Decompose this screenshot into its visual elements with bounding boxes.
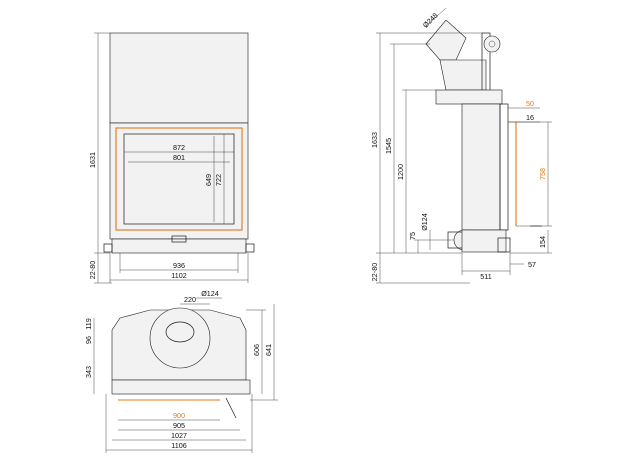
top-front-frame bbox=[111, 379, 251, 395]
top-collar-offset-label: 220 bbox=[184, 295, 196, 304]
front-door-frame bbox=[115, 127, 243, 231]
front-base-width-label: 936 bbox=[173, 261, 185, 270]
side-flue-pipe bbox=[425, 19, 467, 61]
side-hood bbox=[439, 59, 487, 91]
front-body bbox=[109, 122, 249, 240]
top-total-width-label: 1106 bbox=[171, 441, 186, 450]
top-flue-collar bbox=[165, 321, 195, 343]
front-glass-width-label: 872 bbox=[173, 143, 185, 152]
side-sill-height-label: 154 bbox=[538, 236, 547, 248]
top-firebox-dome bbox=[149, 307, 211, 369]
top-door-width-label: 900 bbox=[173, 411, 185, 420]
top-depth-rear2-label: 119 bbox=[84, 318, 93, 329]
side-height-total-label: 1633 bbox=[370, 132, 379, 148]
front-base bbox=[111, 238, 247, 254]
top-depth-front-label: 343 bbox=[84, 366, 93, 378]
front-height-total-label: 1631 bbox=[88, 152, 97, 168]
side-foot bbox=[497, 237, 511, 253]
top-depth-total-label: 641 bbox=[264, 344, 273, 356]
front-total-width-label: 1102 bbox=[171, 271, 186, 280]
front-opening-height-label: 649 bbox=[204, 174, 213, 186]
top-depth-rear-label: 96 bbox=[84, 336, 93, 344]
side-door-height-label: 758 bbox=[538, 168, 547, 180]
front-left-foot bbox=[103, 243, 113, 253]
top-door-handle bbox=[225, 397, 237, 419]
front-opening-width-label: 801 bbox=[173, 153, 185, 162]
front-view: 1631 22-80 872 801 649 722 936 1102 bbox=[88, 32, 255, 284]
side-base bbox=[461, 229, 507, 253]
side-foot-depth-label: 57 bbox=[528, 260, 536, 269]
top-inner-width-label: 905 bbox=[173, 421, 185, 430]
top-body-width-label: 1027 bbox=[171, 431, 187, 440]
side-door-offset-label: 50 bbox=[526, 99, 534, 108]
front-height-base-label: 22-80 bbox=[88, 261, 97, 279]
top-depth-body-label: 606 bbox=[252, 344, 261, 356]
front-glass bbox=[123, 133, 235, 225]
side-flue-diameter-label: Ø248 bbox=[421, 11, 440, 30]
side-height-firebox-label: 1200 bbox=[396, 164, 405, 180]
side-height-outlet-label: 1545 bbox=[384, 138, 393, 154]
side-height-inlet-label: 75 bbox=[408, 232, 417, 240]
side-top-plate bbox=[435, 89, 503, 105]
side-air-inlet-top-inner bbox=[488, 40, 496, 48]
side-depth-label: 511 bbox=[480, 272, 491, 281]
side-air-inlet-top bbox=[483, 35, 501, 53]
side-frame-depth-label: 16 bbox=[526, 113, 534, 122]
top-collar-diameter-label: Ø124 bbox=[201, 289, 219, 298]
side-body bbox=[461, 103, 501, 231]
side-inlet-diameter-label: Ø124 bbox=[420, 213, 429, 231]
side-door-frame bbox=[499, 103, 509, 231]
front-hood bbox=[109, 32, 249, 124]
front-air-control bbox=[171, 235, 187, 243]
front-right-foot bbox=[245, 243, 255, 253]
front-glass-height-label: 722 bbox=[214, 174, 223, 186]
side-view: Ø248 1633 1545 1200 75 Ø124 22-80 50 16 bbox=[370, 7, 552, 284]
top-view: 220 Ø124 119 96 343 606 641 900 905 1027… bbox=[84, 289, 278, 453]
side-height-base-label: 22-80 bbox=[370, 263, 379, 281]
